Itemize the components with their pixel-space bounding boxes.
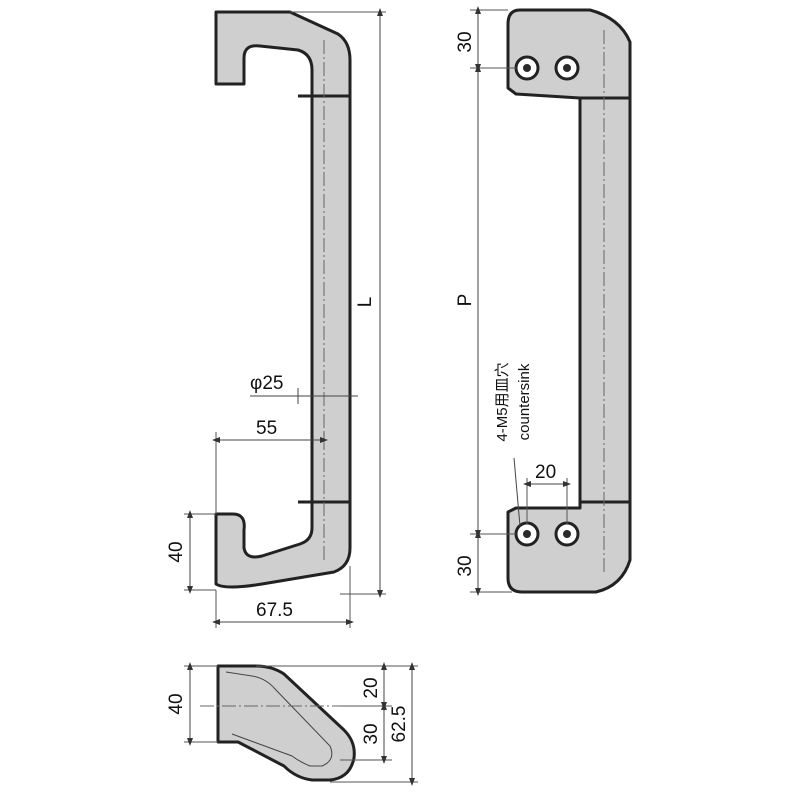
front-30-top-label: 30 — [455, 31, 476, 52]
dim67-label: 67.5 — [256, 600, 293, 621]
phi25-label: φ25 — [250, 373, 283, 394]
L-label: L — [355, 297, 376, 308]
side-view: L φ25 55 40 67.5 — [166, 8, 386, 628]
sec625-label: 62.5 — [389, 706, 410, 743]
section-view-inner-line — [225, 671, 333, 767]
sec30-label: 30 — [361, 723, 382, 744]
P-label: P — [455, 294, 476, 307]
top-mounting-holes — [514, 55, 580, 81]
sec20-label: 20 — [361, 677, 382, 698]
dim55-label: 55 — [256, 418, 277, 439]
countersink-leader — [513, 457, 521, 527]
bottom-mounting-holes — [514, 521, 580, 547]
side-view-handle-body — [214, 10, 352, 589]
dim20-label: 20 — [535, 462, 556, 483]
section-view-profile — [216, 664, 356, 782]
section-view: 40 20 30 62.5 — [166, 662, 418, 786]
m5-countersink-note: 4-M5用皿穴 — [494, 362, 511, 441]
countersink-label: countersink — [516, 363, 533, 440]
front-30-bottom-label: 30 — [455, 555, 476, 576]
dim40-label: 40 — [166, 541, 187, 562]
front-view-bar — [578, 96, 632, 504]
sec40-label: 40 — [166, 693, 187, 714]
front-view: 30 P 30 4-M5用皿穴 countersink 20 — [455, 6, 632, 596]
